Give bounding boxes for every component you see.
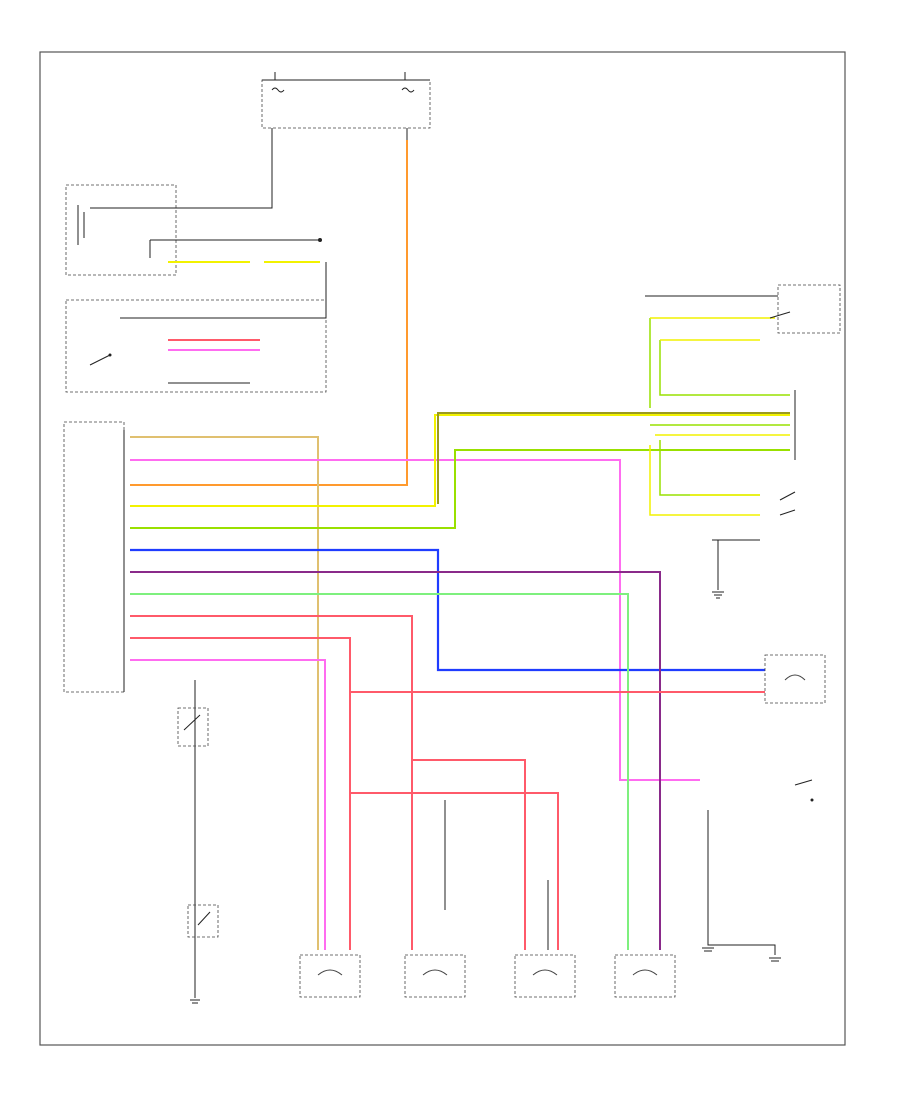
- right-rear-door-actuator: [404, 954, 466, 998]
- relay-icon: [89, 353, 112, 366]
- body-control-module: [63, 421, 125, 693]
- rear-door-lock-actuator: [764, 654, 826, 704]
- trunk-switch: [794, 779, 814, 802]
- passenger-door-switch: [769, 284, 841, 334]
- switch-icon: [769, 311, 791, 319]
- relay-left: [65, 299, 327, 393]
- fuse-icon: [271, 87, 415, 93]
- left-rear-door-actuator: [514, 954, 576, 998]
- actuator-icon: [317, 969, 343, 976]
- switch-icon: [187, 904, 219, 938]
- actuator-icon: [632, 969, 658, 976]
- ground-lower-left: [712, 539, 760, 599]
- actuator-icon: [422, 969, 448, 976]
- actuator-icon: [784, 674, 806, 681]
- wire-harness: [130, 140, 790, 950]
- switch-icon: [794, 779, 814, 802]
- ground-icon: [712, 591, 724, 599]
- passenger-door-actuator: [299, 954, 361, 998]
- battery: [65, 184, 177, 276]
- switch-icon: [177, 707, 209, 747]
- ground-icon: [702, 947, 781, 962]
- fuse-box: [261, 72, 431, 140]
- actuator-icon: [532, 969, 558, 976]
- battery-icon: [77, 205, 85, 245]
- diagram-frame: [39, 51, 846, 1046]
- ground-lower-right: [702, 810, 781, 962]
- ground-icon: [190, 999, 200, 1004]
- fuel-lid-actuator: [614, 954, 676, 998]
